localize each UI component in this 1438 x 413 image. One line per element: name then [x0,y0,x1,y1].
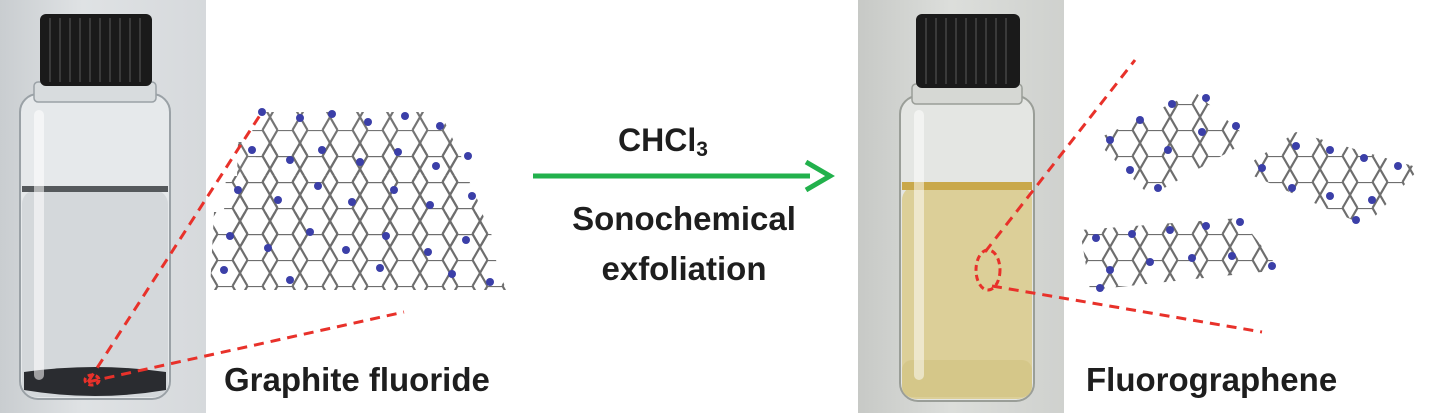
vial-illustration [19,14,171,400]
reagent-label: CHCl3 [618,122,708,162]
graphite-fluoride-vial-photo [0,0,206,413]
graphite-fluoride-label: Graphite fluoride [224,361,490,398]
fluorographene-vial-photo [858,0,1064,413]
reagent-formula: CHCl [618,122,697,158]
graphite-fluoride-stack [210,108,506,290]
reagent-subscript: 3 [696,138,708,161]
reaction-arrow [533,159,835,193]
fluorographene-sheets [1080,92,1420,292]
process-label-line2: exfoliation [601,250,767,287]
vial-illustration [899,14,1035,402]
process-label-line1: Sonochemical [572,200,796,237]
fluorographene-label: Fluorographene [1086,361,1338,398]
